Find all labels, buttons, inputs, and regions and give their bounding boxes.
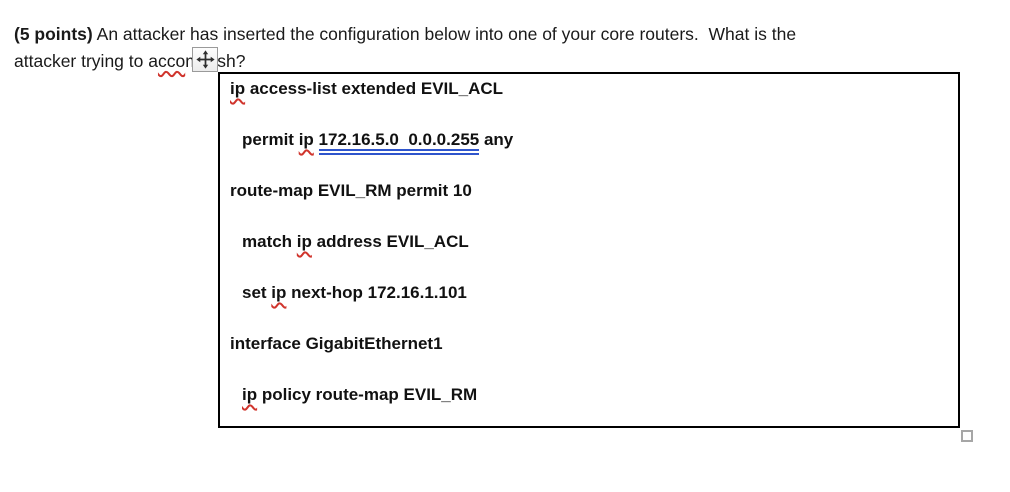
config-line-match: match ip address EVIL_ACL — [220, 227, 958, 278]
squiggle-word-ip: ip — [230, 79, 246, 98]
config-text: interface GigabitEthernet1 — [230, 334, 443, 353]
move-icon — [195, 50, 215, 69]
spellcheck-squiggle-word: cco — [157, 50, 186, 71]
config-line-acl-header: ip access-list extended EVIL_ACL — [220, 74, 958, 125]
squiggle-word-ip: ip — [298, 130, 314, 149]
config-line-route-map: route-map EVIL_RM permit 10 — [220, 176, 958, 227]
config-text: policy route-map EVIL_RM — [257, 385, 478, 404]
config-text: permit — [242, 130, 299, 149]
config-text — [314, 130, 319, 149]
question-text: (5 points) An attacker has inserted the … — [14, 21, 974, 75]
squiggle-word-ip: ip — [271, 283, 287, 302]
config-text: next-hop 172.16.1.101 — [286, 283, 467, 302]
config-text: route-map EVIL_RM permit 10 — [230, 181, 472, 200]
config-text: access-list extended EVIL_ACL — [245, 79, 504, 98]
question-line1: An attacker has inserted the configurati… — [92, 23, 797, 44]
config-line-interface: interface GigabitEthernet1 — [220, 329, 958, 380]
squiggle-word-ip: ip — [296, 232, 312, 251]
config-text: set — [242, 283, 272, 302]
config-line-permit: permit ip 172.16.5.0 0.0.0.255 any — [220, 125, 958, 176]
config-text: address EVIL_ACL — [311, 232, 469, 251]
config-textbox[interactable]: ip access-list extended EVIL_ACL permit … — [218, 72, 960, 428]
config-line-set-next-hop: set ip next-hop 172.16.1.101 — [220, 278, 958, 329]
config-text: match — [242, 232, 297, 251]
move-handle-button[interactable] — [192, 47, 218, 72]
config-line-ip-policy: ip policy route-map EVIL_RM — [220, 380, 958, 431]
question-line2-start: attacker trying to a — [14, 50, 158, 71]
squiggle-word-ip: ip — [242, 385, 258, 404]
grammar-double-underline: 172.16.5.0 0.0.0.255 — [318, 130, 480, 155]
question-points: (5 points) — [14, 23, 93, 44]
config-text: any — [479, 130, 514, 149]
resize-handle[interactable] — [961, 430, 973, 442]
